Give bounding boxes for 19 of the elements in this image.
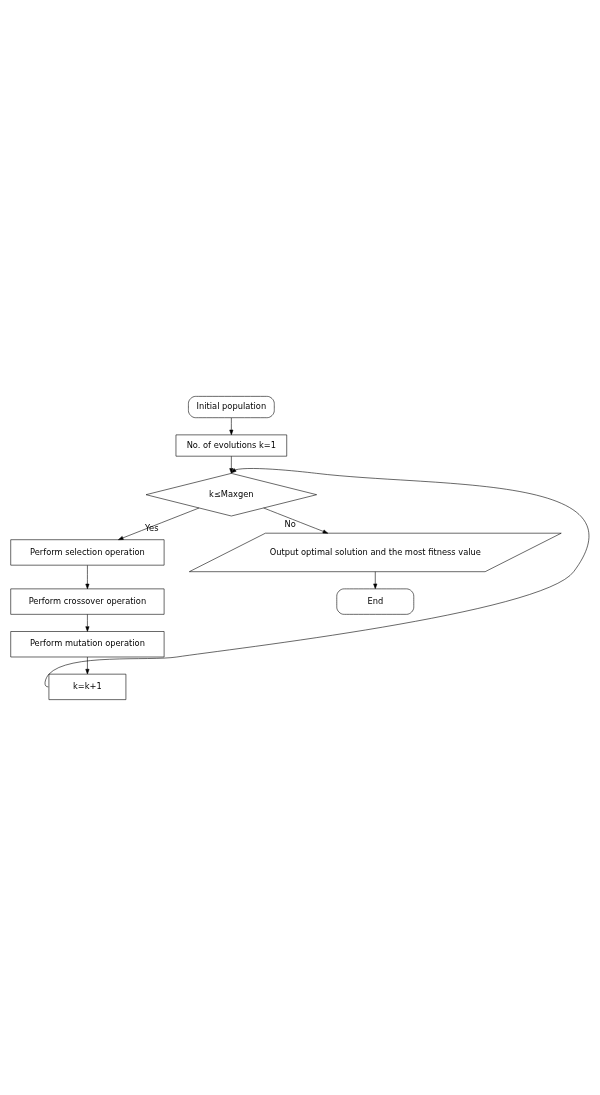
node-box: Perform mutation operation bbox=[10, 630, 165, 657]
node-box: Perform selection operation bbox=[10, 538, 165, 565]
arrow bbox=[263, 507, 329, 533]
arrow bbox=[85, 613, 90, 632]
node-box: No. of evolutions k=1 bbox=[175, 434, 288, 456]
arrow bbox=[118, 507, 200, 540]
arrow bbox=[44, 467, 589, 687]
node-diamond: k≤Maxgen bbox=[145, 472, 317, 516]
arrow bbox=[229, 455, 234, 474]
edge-label: Yes bbox=[145, 522, 159, 533]
node-box: End bbox=[336, 588, 415, 615]
arrow bbox=[373, 570, 378, 589]
node-box: Initial population bbox=[188, 395, 275, 418]
node-box: Perform crossover operation bbox=[10, 588, 165, 615]
node-box: k=k+1 bbox=[48, 673, 127, 700]
arrow bbox=[85, 656, 90, 674]
arrow bbox=[85, 564, 90, 589]
edge-label: No bbox=[284, 518, 296, 529]
arrow bbox=[229, 417, 234, 435]
